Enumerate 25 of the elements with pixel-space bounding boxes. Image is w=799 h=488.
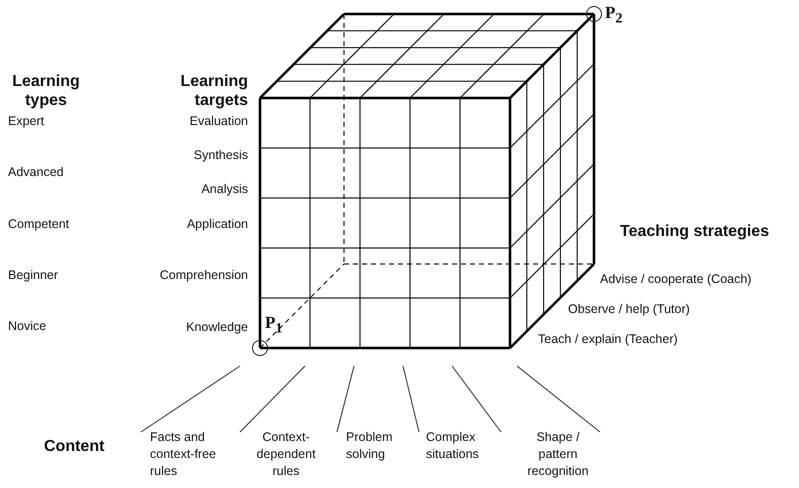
strategy-label: Advise / cooperate (Coach) — [600, 271, 752, 288]
strategy-label: Teach / explain (Teacher) — [538, 331, 678, 348]
point-label: P$_{1}$ — [265, 314, 282, 338]
axis-heading: Content — [44, 437, 104, 456]
axis-heading: Learning types — [11, 72, 81, 110]
content-label: Shape / pattern recognition — [526, 429, 590, 480]
learning-target-label: Knowledge — [186, 319, 248, 336]
axis-heading: Teaching strategies — [620, 222, 770, 241]
learning-target-label: Comprehension — [160, 267, 248, 284]
point-label: P$_{2}$ — [605, 4, 622, 28]
learning-type-label: Novice — [8, 318, 46, 335]
strategy-label: Observe / help (Tutor) — [568, 301, 690, 318]
learning-target-label: Application — [186, 216, 248, 233]
content-label: Facts and context-free rules — [150, 429, 218, 480]
learning-type-label: Expert — [8, 113, 44, 130]
learning-type-label: Beginner — [8, 267, 58, 284]
axis-heading: Learning targets — [179, 72, 248, 110]
learning-target-label: Analysis — [201, 181, 248, 198]
content-label: Complex situations — [426, 429, 480, 463]
learning-target-label: Evaluation — [190, 113, 248, 130]
learning-type-label: Competent — [8, 216, 70, 233]
content-label: Context-dependent rules — [255, 429, 317, 480]
learning-type-label: Advanced — [8, 164, 64, 181]
content-label: Problem solving — [346, 429, 394, 463]
learning-target-label: Synthesis — [194, 147, 248, 164]
